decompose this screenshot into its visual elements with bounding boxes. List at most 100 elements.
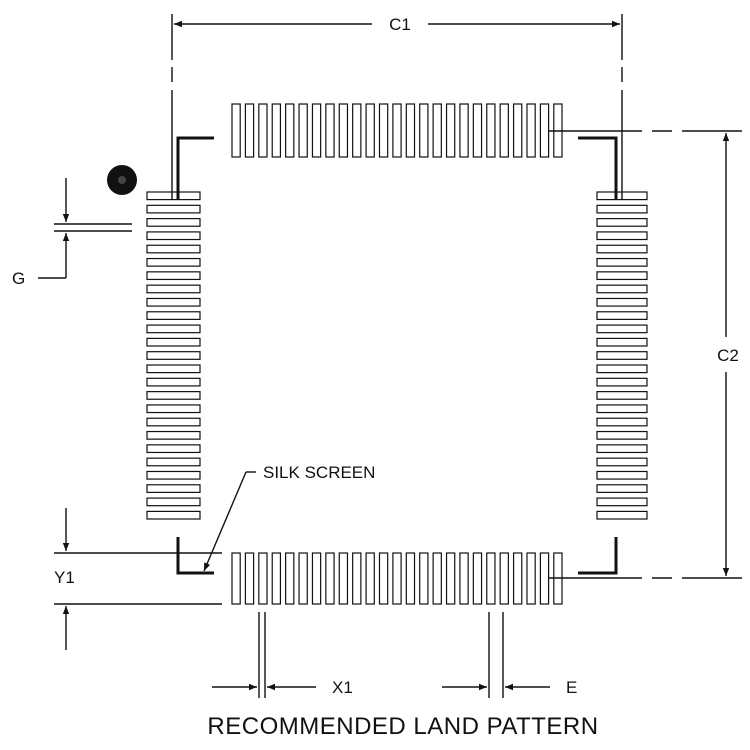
top-pad (526, 103, 536, 158)
right-pad (596, 244, 648, 254)
silk-screen-outline (176, 136, 618, 575)
top-pad-row (231, 103, 563, 158)
right-pad (596, 510, 648, 520)
left-pad (146, 231, 201, 241)
left-pad (146, 284, 201, 294)
right-pad (596, 497, 648, 507)
right-pad (596, 457, 648, 467)
right-pad (596, 257, 648, 267)
left-pad-column (146, 191, 201, 520)
left-pad (146, 204, 201, 214)
bottom-pad (512, 552, 523, 605)
top-pad (539, 103, 550, 158)
bottom-pad (539, 552, 550, 605)
top-pad (258, 103, 268, 158)
top-pad (445, 103, 456, 158)
top-pad (378, 103, 389, 158)
left-pad (146, 364, 201, 374)
left-pad (146, 457, 201, 467)
left-pad (146, 271, 201, 281)
bottom-pad (258, 552, 268, 605)
silk-screen-leader (203, 471, 256, 572)
left-pad (146, 484, 201, 493)
bottom-pad (526, 552, 536, 605)
top-pad (512, 103, 523, 158)
x1-label: X1 (332, 678, 353, 697)
bottom-pad (459, 552, 469, 605)
silk-corner-top-right (578, 136, 618, 200)
bottom-pad (271, 552, 282, 605)
bottom-pad (285, 552, 295, 605)
right-pad (596, 351, 648, 360)
diagram-title: RECOMMENDED LAND PATTERN (207, 713, 598, 740)
right-pad (596, 324, 648, 334)
top-pad (419, 103, 429, 158)
right-pad (596, 364, 648, 374)
bottom-pad (338, 552, 349, 605)
top-pad (365, 103, 375, 158)
top-pad (472, 103, 483, 158)
top-pad (338, 103, 349, 158)
e-label: E (566, 678, 577, 697)
c2-dimension (548, 130, 742, 579)
bottom-pad (405, 552, 416, 605)
left-pad (146, 257, 201, 267)
right-pad (596, 484, 648, 493)
top-pad (271, 103, 282, 158)
bottom-pad (325, 552, 335, 605)
top-pad (392, 103, 402, 158)
bottom-pad (352, 552, 362, 605)
y1-label: Y1 (54, 568, 75, 587)
silk-leader-diagonal (203, 471, 247, 572)
bottom-pad (311, 552, 322, 605)
top-pad (311, 103, 322, 158)
top-pad (432, 103, 442, 158)
left-pad (146, 351, 201, 360)
bottom-pad (298, 552, 308, 605)
top-pad (352, 103, 362, 158)
right-pad (596, 404, 648, 414)
bottom-pad (378, 552, 389, 605)
right-pad (596, 444, 648, 454)
silk-screen-label: SILK SCREEN (263, 463, 375, 482)
right-pad (596, 231, 648, 241)
top-pad (486, 103, 496, 158)
left-pad (146, 391, 201, 400)
g-label: G (12, 269, 25, 288)
right-pad (596, 417, 648, 427)
bottom-pad (445, 552, 456, 605)
left-pad (146, 324, 201, 334)
top-pad (231, 103, 241, 158)
right-pad (596, 470, 648, 480)
left-pad (146, 311, 201, 320)
top-pad (285, 103, 295, 158)
top-pad (244, 103, 255, 158)
g-dimension (38, 178, 132, 279)
bottom-pad (392, 552, 402, 605)
left-pad (146, 430, 201, 440)
x1-dimension (212, 612, 316, 698)
right-pad (596, 218, 648, 227)
right-pad (596, 430, 648, 440)
left-pad (146, 218, 201, 227)
right-pad (596, 284, 648, 294)
left-pad (146, 417, 201, 427)
right-pad (596, 204, 648, 214)
right-pad (596, 311, 648, 320)
left-pad (146, 497, 201, 507)
right-pad (596, 377, 648, 387)
left-pad (146, 297, 201, 307)
top-pad (459, 103, 469, 158)
bottom-pad (365, 552, 375, 605)
left-pad (146, 510, 201, 520)
y1-dimension (54, 508, 222, 650)
top-pad (405, 103, 416, 158)
left-pad (146, 404, 201, 414)
silk-corner-bottom-left (176, 537, 214, 575)
top-pad (298, 103, 308, 158)
left-pad (146, 444, 201, 454)
c1-label: C1 (389, 15, 411, 34)
bottom-pad-row (231, 552, 563, 605)
